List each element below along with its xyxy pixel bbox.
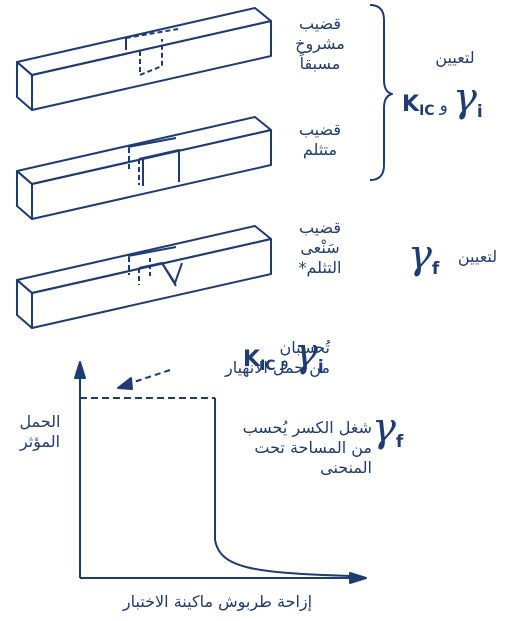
k-symbol: K bbox=[402, 92, 420, 117]
notched-bar bbox=[16, 116, 272, 220]
x-axis-label: إزاحة طربوش ماكينة الاختبار bbox=[122, 592, 313, 611]
and-top: و bbox=[439, 96, 448, 116]
precrack-dashed bbox=[139, 39, 163, 76]
chevron-notch bbox=[138, 262, 183, 284]
gamma-f-symbol-bottom: γf bbox=[372, 405, 404, 452]
kic-gamma-i-annotation: KIC و γi bbox=[243, 330, 324, 377]
gamma-i-subscript: i bbox=[476, 102, 483, 122]
ki-gamma-symbols: KIC و γi bbox=[402, 75, 483, 122]
gamma-f-symbol-top: γf bbox=[408, 232, 440, 279]
chevron-bar bbox=[16, 225, 272, 329]
chart-axes bbox=[74, 361, 367, 584]
k-subscript: IC bbox=[419, 103, 435, 119]
prenotched-bar bbox=[16, 7, 272, 111]
group-bracket bbox=[369, 4, 393, 181]
load-displacement-curve bbox=[214, 398, 351, 577]
gamma-i-symbol: γ bbox=[452, 75, 477, 121]
label-to-determine-top: لتعيين bbox=[435, 48, 475, 67]
label-to-determine-bottom: لتعيين bbox=[457, 247, 498, 266]
dashed-arrow bbox=[117, 369, 171, 390]
